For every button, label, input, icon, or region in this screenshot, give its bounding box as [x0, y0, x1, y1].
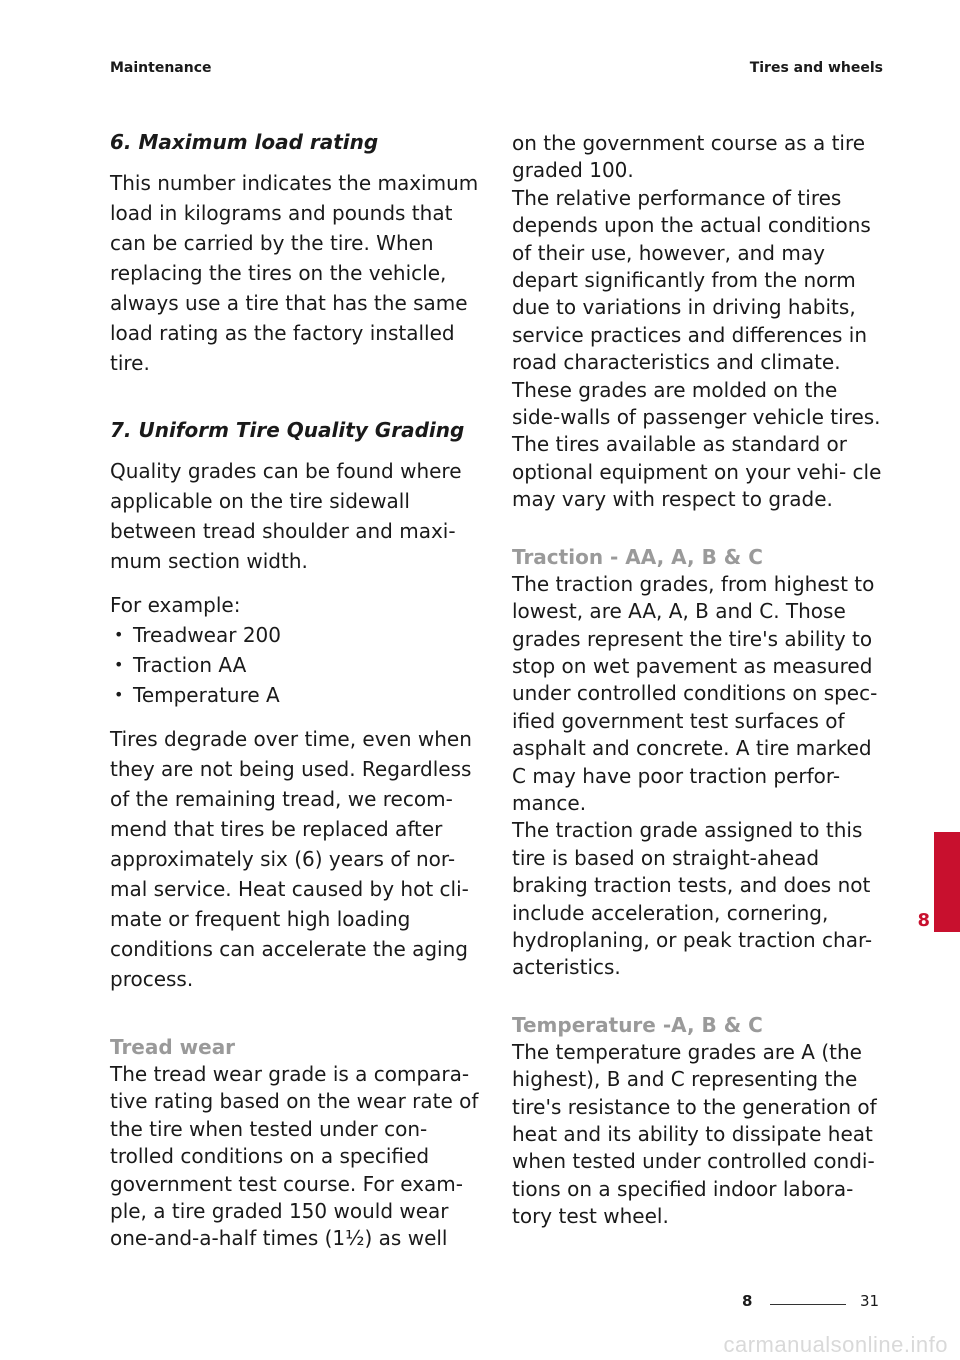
temperature-paragraph: The temperature grades are A (the highes…	[512, 1039, 877, 1229]
chapter-tab-label: 8	[917, 910, 930, 931]
utqg-heading: 7. Uniform Tire Quality Grading	[110, 418, 465, 442]
spacer	[512, 514, 882, 544]
relative-performance-paragraph: The relative performance of tires depend…	[512, 185, 871, 375]
footer-chapter-number: 8	[742, 1292, 753, 1310]
left-column: 6. Maximum load rating This number indic…	[110, 130, 480, 1253]
example-intro: For example:	[110, 593, 241, 617]
max-load-paragraph: This number indicates the maximum load i…	[110, 171, 479, 375]
spacer	[512, 982, 882, 1012]
traction-heading: Traction - AA, A, B & C	[512, 544, 763, 569]
utqg-paragraph: Quality grades can be found where applic…	[110, 459, 462, 573]
footer-divider	[770, 1304, 846, 1305]
list-item: Treadwear 200	[110, 620, 480, 650]
tread-wear-paragraph: The tread wear grade is a compara- tive …	[110, 1062, 479, 1251]
traction-paragraph: The traction grades, from highest to low…	[512, 571, 878, 815]
watermark: carmanualsonline.info	[723, 1332, 948, 1357]
running-header-topic: Tires and wheels	[749, 60, 883, 76]
molded-grades-paragraph: These grades are molded on the side-wall…	[512, 377, 882, 512]
max-load-heading: 6. Maximum load rating	[110, 130, 379, 154]
temperature-heading: Temperature -A, B & C	[512, 1012, 763, 1037]
running-header-section: Maintenance	[110, 60, 212, 76]
footer-page-number: 31	[860, 1292, 880, 1310]
spacer	[110, 1008, 480, 1034]
traction-assigned-paragraph: The traction grade assigned to this tire…	[512, 818, 873, 980]
example-list: Treadwear 200 Traction AA Temperature A	[110, 620, 480, 710]
list-item: Temperature A	[110, 680, 480, 710]
spacer	[110, 392, 480, 418]
tread-wear-heading: Tread wear	[110, 1035, 236, 1059]
tire-aging-paragraph: Tires degrade over time, even when they …	[110, 727, 472, 991]
right-column: on the government course as a tire grade…	[512, 130, 882, 1231]
chapter-tab	[934, 832, 960, 932]
continued-paragraph: on the government course as a tire grade…	[512, 131, 866, 183]
list-item: Traction AA	[110, 650, 480, 680]
